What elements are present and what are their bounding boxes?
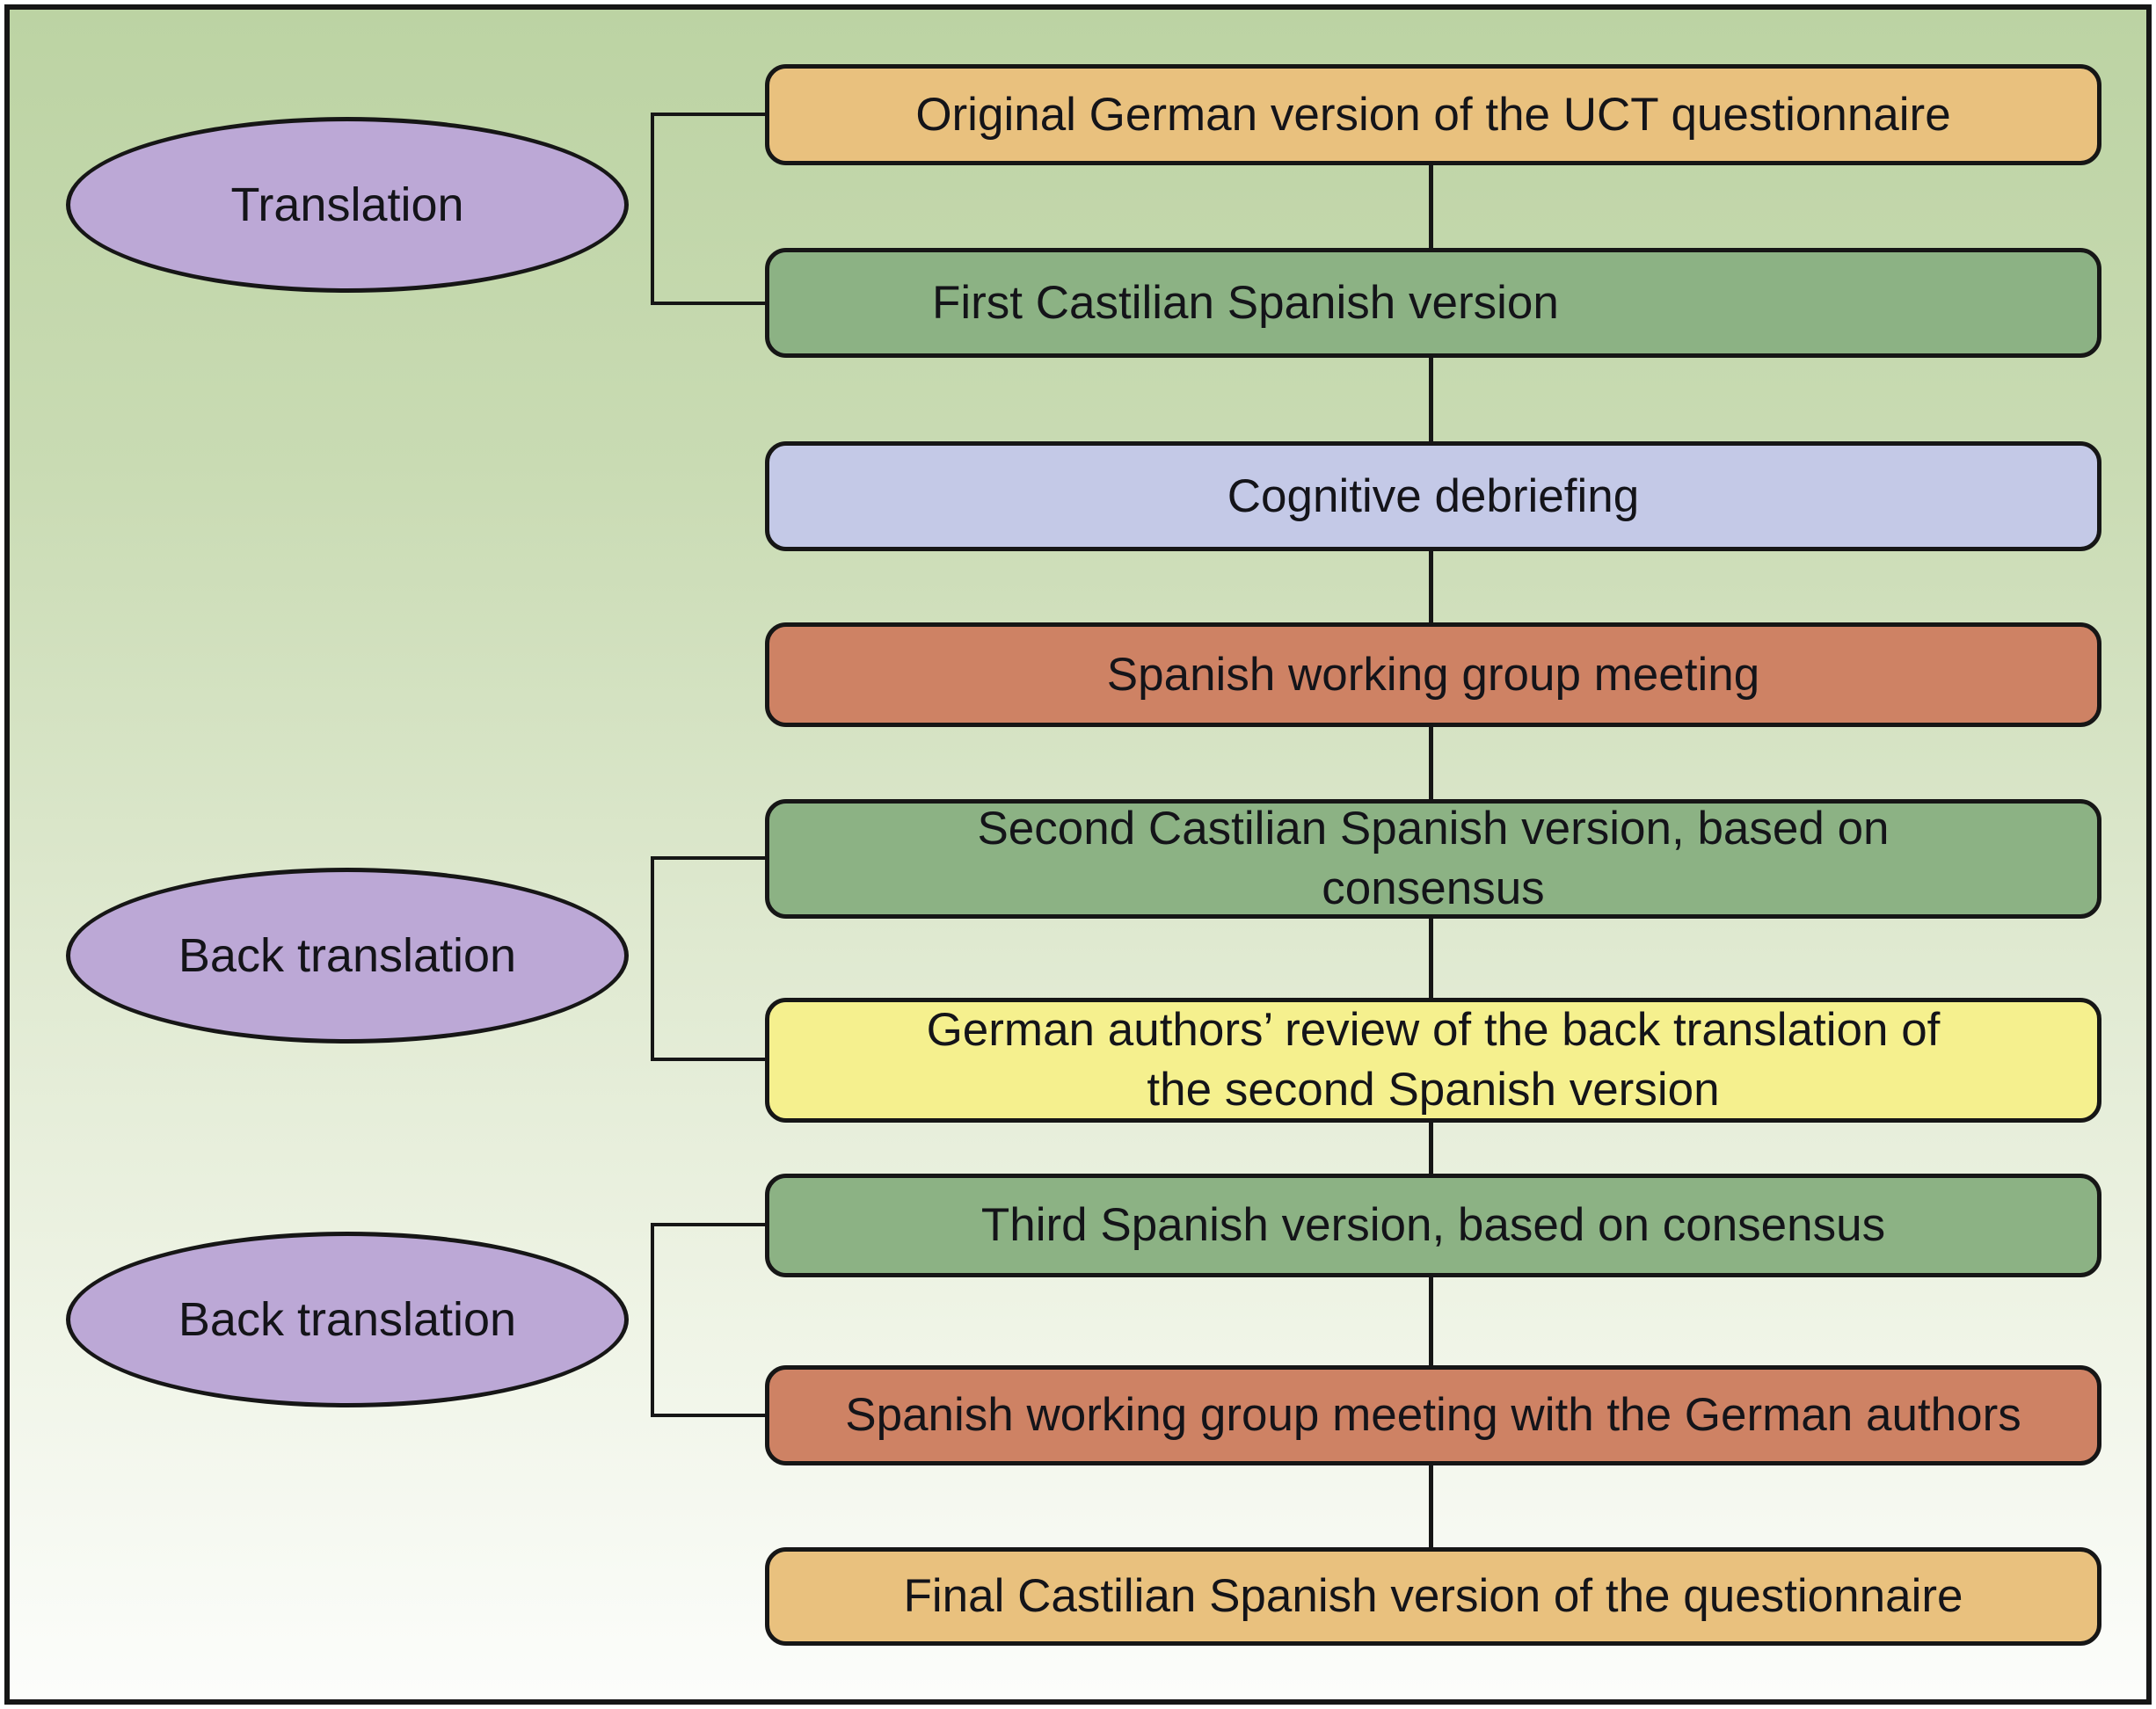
bracket-connector-back-translation-1 (651, 856, 765, 1061)
bracket-connector-translation (651, 113, 765, 305)
connector-line (1429, 1275, 1433, 1368)
step-box-label: consensus (1322, 862, 1545, 914)
stage-ellipse-back-translation-1: Back translation (66, 868, 629, 1044)
bracket-connector-back-translation-2 (651, 1223, 765, 1417)
step-box-label: Third Spanish version, based on consensu… (980, 1199, 1886, 1251)
step-box-cognitive-debriefing: Cognitive debriefing (765, 441, 2101, 551)
stage-ellipse-label: Back translation (178, 1293, 517, 1346)
connector-line (1429, 1120, 1433, 1176)
step-box-working-group-with-german-authors: Spanish working group meeting with the G… (765, 1365, 2101, 1465)
step-box-label: Original German version of the UCT quest… (915, 88, 1951, 141)
connector-line (1429, 1463, 1433, 1550)
step-box-spanish-working-group-meeting: Spanish working group meeting (765, 622, 2101, 727)
step-box-label: the second Spanish version (1147, 1064, 1720, 1116)
step-box-label: Spanish working group meeting with the G… (845, 1389, 2021, 1441)
step-box-final-castilian-version: Final Castilian Spanish version of the q… (765, 1547, 2101, 1646)
step-box-label: German authors’ review of the back trans… (926, 1004, 1941, 1056)
stage-ellipse-label: Translation (230, 178, 464, 231)
connector-line (1429, 163, 1433, 251)
stage-ellipse-translation: Translation (66, 117, 629, 293)
connector-line (1429, 724, 1433, 802)
step-box-german-authors-review: German authors’ review of the back trans… (765, 998, 2101, 1123)
step-box-label: Cognitive debriefing (1227, 469, 1640, 522)
connector-line (1429, 549, 1433, 625)
step-box-first-castilian-version: First Castilian Spanish version (765, 248, 2101, 358)
step-box-original-german-version: Original German version of the UCT quest… (765, 64, 2101, 165)
stage-ellipse-back-translation-2: Back translation (66, 1232, 629, 1407)
step-box-label: Second Castilian Spanish version, based … (977, 803, 1890, 854)
stage-ellipse-label: Back translation (178, 929, 517, 982)
step-box-second-castilian-version: Second Castilian Spanish version, based … (765, 799, 2101, 919)
connector-line (1429, 355, 1433, 444)
step-box-third-spanish-version: Third Spanish version, based on consensu… (765, 1174, 2101, 1277)
step-box-label: Spanish working group meeting (1106, 648, 1760, 701)
step-box-label: First Castilian Spanish version (932, 276, 1559, 329)
step-box-label: Final Castilian Spanish version of the q… (903, 1570, 1963, 1622)
connector-line (1429, 916, 1433, 1000)
